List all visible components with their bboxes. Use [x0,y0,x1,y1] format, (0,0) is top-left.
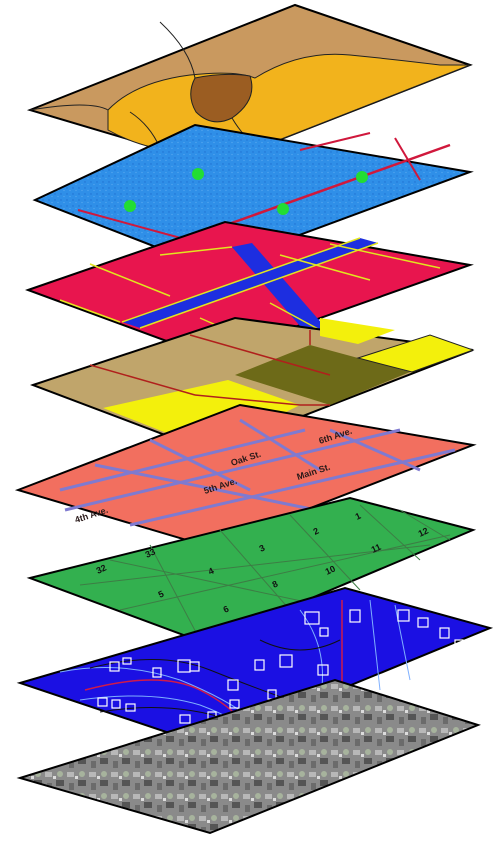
well-marker [192,168,204,180]
well-marker [277,203,289,215]
well-marker [356,171,368,183]
well-marker [124,200,136,212]
